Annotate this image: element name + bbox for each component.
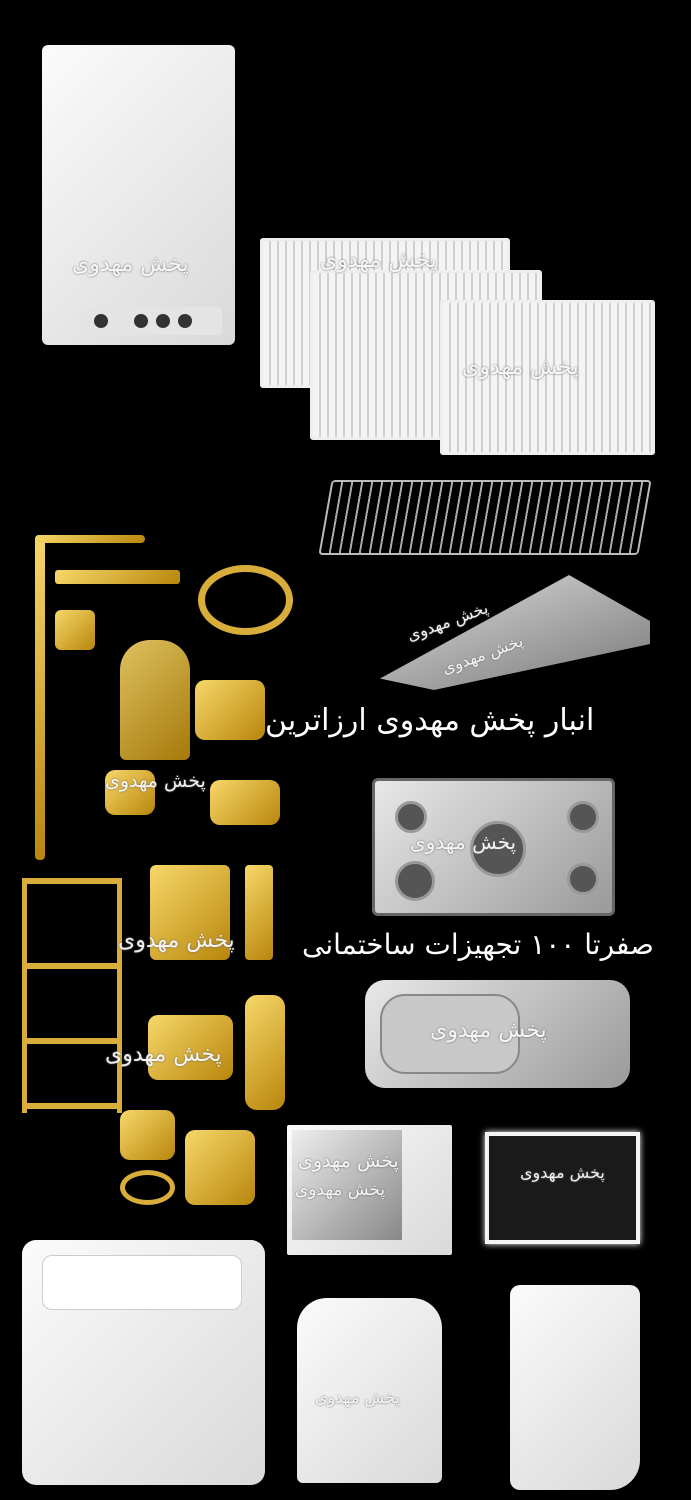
- gold-hose-image: [120, 1170, 175, 1205]
- toilet-image: [510, 1285, 640, 1490]
- gold-flush-panel-image: [150, 865, 230, 960]
- watermark-text: پخش مهدوی: [118, 928, 235, 953]
- mirror-cabinet-image: [287, 1125, 452, 1255]
- boiler-knob: [178, 314, 192, 328]
- watermark-text: پخش مهدوی: [105, 1042, 222, 1067]
- gold-faucet-image: [120, 1110, 175, 1160]
- sink-basin: [380, 994, 520, 1074]
- boiler-knob: [94, 314, 108, 328]
- headline-line-1: انبار پخش مهدوی ارزاترین: [265, 703, 595, 738]
- small-basin-cabinet-image: [297, 1298, 442, 1483]
- boiler-knob: [134, 314, 148, 328]
- gold-corner-shelf-image: [22, 878, 122, 1113]
- stainless-sink-image: [365, 980, 630, 1088]
- led-mirror-image: [485, 1132, 640, 1244]
- headline-line-2: صفرتا ۱۰۰ تجهیزات ساختمانی: [302, 928, 654, 961]
- vanity-basin: [42, 1255, 242, 1310]
- boiler-knob: [156, 314, 170, 328]
- burner: [395, 801, 427, 833]
- gold-faucet-image: [105, 770, 155, 815]
- watermark-text: پخش مهدوی: [295, 1180, 386, 1200]
- gas-hob-image: [372, 778, 615, 916]
- shower-head: [55, 570, 180, 584]
- burner: [567, 801, 599, 833]
- wall-boiler-image: [42, 45, 235, 345]
- watermark-text: پخش مهدوی: [410, 830, 517, 854]
- radiator-image: [440, 300, 655, 455]
- burner: [567, 863, 599, 895]
- cabinet-mirror: [292, 1130, 402, 1240]
- watermark-text: پخش مهدوی: [320, 248, 437, 273]
- watermark-text: پخش مهدوی: [520, 1163, 605, 1182]
- watermark-text: پخش مهدوی: [430, 1018, 547, 1043]
- burner: [395, 861, 435, 901]
- gold-faucet-image: [210, 780, 280, 825]
- watermark-text: پخش مهدوی: [298, 1150, 399, 1172]
- watermark-text: پخش مهدوی: [315, 1388, 400, 1407]
- gold-faucet-image: [195, 680, 265, 740]
- watermark-text: پخش مهدوی: [72, 252, 189, 277]
- gold-soap-dispenser-image: [245, 995, 285, 1110]
- hand-shower: [55, 610, 95, 650]
- gold-faucet-image: [185, 1130, 255, 1205]
- gold-faucet-image: [120, 640, 190, 760]
- shower-arm: [35, 535, 145, 543]
- watermark-text: پخش مهدوی: [462, 355, 579, 380]
- boiler-control-panel: [82, 307, 222, 335]
- watermark-text: پخش مهدوی: [105, 770, 206, 792]
- burner: [470, 821, 526, 877]
- gold-hose-image: [198, 565, 293, 635]
- bathroom-vanity-image: [22, 1240, 265, 1485]
- dish-rack-image: [318, 480, 652, 555]
- gold-valve-image: [245, 865, 273, 960]
- gold-hand-dryer-image: [148, 1015, 233, 1080]
- gold-shower-set-image: [35, 535, 45, 860]
